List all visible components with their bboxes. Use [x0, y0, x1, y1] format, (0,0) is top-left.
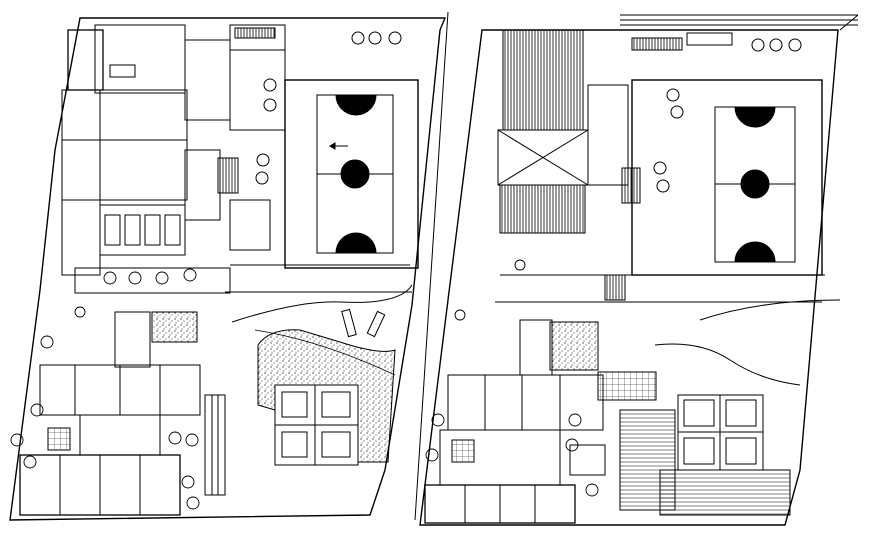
right-sports-court: [631, 79, 823, 276]
right-house: [677, 394, 764, 471]
left-plan: [9, 17, 447, 521]
left-trees: [10, 268, 200, 510]
left-stipple-strip: [151, 311, 198, 343]
plan-divider: [414, 11, 449, 521]
right-site-boundary: [419, 29, 839, 526]
left-house-center: [274, 384, 359, 466]
right-roof-hatch: [497, 29, 629, 234]
right-building-south: [424, 319, 606, 524]
left-site-boundary: [9, 17, 447, 521]
left-building-south: [19, 311, 226, 516]
right-plan: [419, 14, 859, 526]
right-top-boundary: [620, 14, 859, 31]
right-stipple-patch: [549, 321, 599, 371]
right-grid-patch: [597, 371, 657, 401]
left-curved-path: [231, 284, 413, 323]
left-building-middle: [61, 199, 412, 294]
right-parked-cars: [604, 32, 802, 301]
right-decking: [619, 409, 676, 511]
right-trees: [425, 259, 599, 497]
right-curved-path: [699, 299, 841, 321]
left-parked-cars: [255, 31, 402, 185]
left-building-north: [61, 24, 286, 221]
left-sports-court: [284, 79, 419, 269]
